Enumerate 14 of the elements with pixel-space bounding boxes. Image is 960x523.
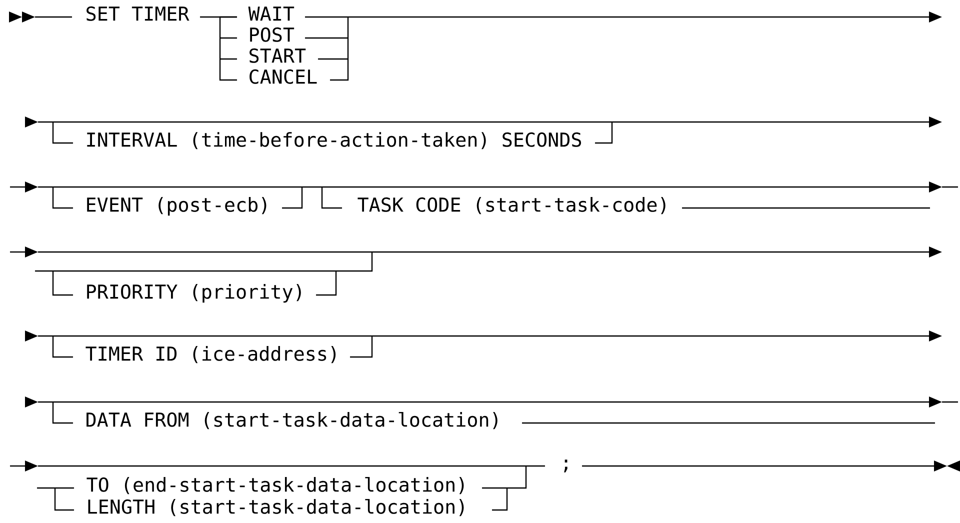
terminator-symbol: ; <box>564 460 568 472</box>
syntax-keyword: DATA FROM (start-task-data-location) <box>86 412 498 430</box>
syntax-keyword: EVENT (post-ecb) <box>87 197 266 216</box>
syntax-keyword: TASK CODE (start-task-code) <box>358 197 666 214</box>
syntax-keyword: START <box>250 48 306 63</box>
syntax-keyword: SET TIMER <box>86 6 190 21</box>
syntax-keyword: POST <box>250 27 294 42</box>
syntax-keyword: PRIORITY (priority) <box>87 284 301 303</box>
syntax-keyword: INTERVAL (time-before-action-taken) SECONDS <box>87 132 581 150</box>
syntax-keyword: CANCEL <box>250 69 317 84</box>
syntax-keyword: WAIT <box>248 6 294 21</box>
syntax-keyword: TO (end-start-task-data-location) <box>86 476 464 494</box>
syntax-keyword: TIMER ID (ice-address) <box>86 346 336 364</box>
syntax-keyword: LENGTH (start-task-data-location) <box>88 498 464 516</box>
